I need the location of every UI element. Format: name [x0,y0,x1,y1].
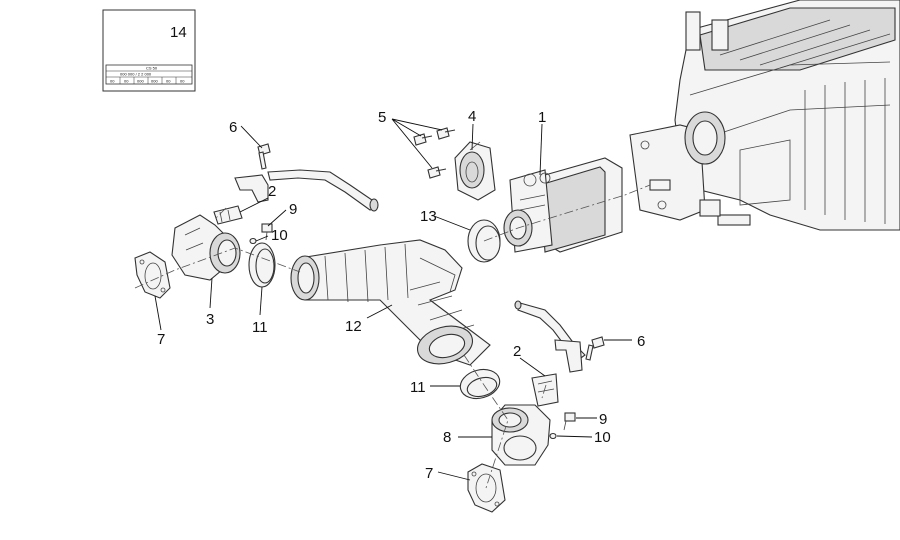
plate-cell: 00 [166,79,171,84]
plate-line-2: 000 000 / 2 2 000 [120,72,152,77]
clamp-ring-11-upper [248,242,276,288]
intake-manifold-8 [491,404,551,466]
plate-cell: 000 [151,79,158,84]
callout-8: 8 [443,429,451,446]
callout-13: 13 [420,208,437,225]
callout-11-lower: 11 [410,379,426,396]
plate-cell: 00 [110,79,115,84]
callout-9-lower: 9 [599,411,607,428]
label-plate-box: 14 CS 50 000 000 / 2 2 000 00 00 000 000… [102,9,196,92]
label-plate [105,64,193,85]
washer-10-lower [549,432,557,440]
screw-9-lower [563,412,576,431]
callout-14: 14 [170,24,187,41]
throttle-body [503,157,623,253]
bolt-6-upper [257,143,271,170]
gasket-upper [134,251,171,299]
injector-upper [213,174,269,225]
callout-7-upper: 7 [157,331,165,348]
washer-10-upper [249,237,257,245]
screw-9-upper [261,223,273,241]
throttle-sensor [454,141,496,201]
plate-cell: 000 [137,79,144,84]
callout-4: 4 [468,108,476,125]
screws-5 [413,127,456,179]
callout-10-lower: 10 [594,429,611,446]
gasket-lower [467,463,506,513]
plate-line-1: CS 50 [146,66,158,71]
callout-5: 5 [378,109,386,126]
callout-10-upper: 10 [271,227,288,244]
callout-12: 12 [345,318,362,335]
callout-3: 3 [206,311,214,328]
callout-6-lower: 6 [637,333,645,350]
callout-9-upper: 9 [289,201,297,218]
plate-cell: 00 [180,79,185,84]
callout-2-upper: 2 [268,183,276,200]
assembly-axes [134,184,651,489]
injector-lower [531,339,583,407]
clamp-ring-11-lower [459,368,501,400]
callouts: 1 2 2 3 4 5 6 6 7 7 8 9 9 10 10 11 11 12… [157,108,645,482]
callout-2-lower: 2 [513,343,521,360]
callout-11-upper: 11 [252,319,268,336]
callout-6-upper: 6 [229,119,237,136]
intake-duct [290,239,491,366]
plate-cell: 00 [124,79,129,84]
engine-block [629,0,900,231]
leader-lines [154,118,632,481]
callout-1: 1 [538,109,546,126]
plate-cells: 00 00 000 000 00 00 [110,77,185,84]
bolt-6-lower [585,336,605,361]
intake-manifold-3 [171,214,241,281]
callout-7-lower: 7 [425,465,433,482]
